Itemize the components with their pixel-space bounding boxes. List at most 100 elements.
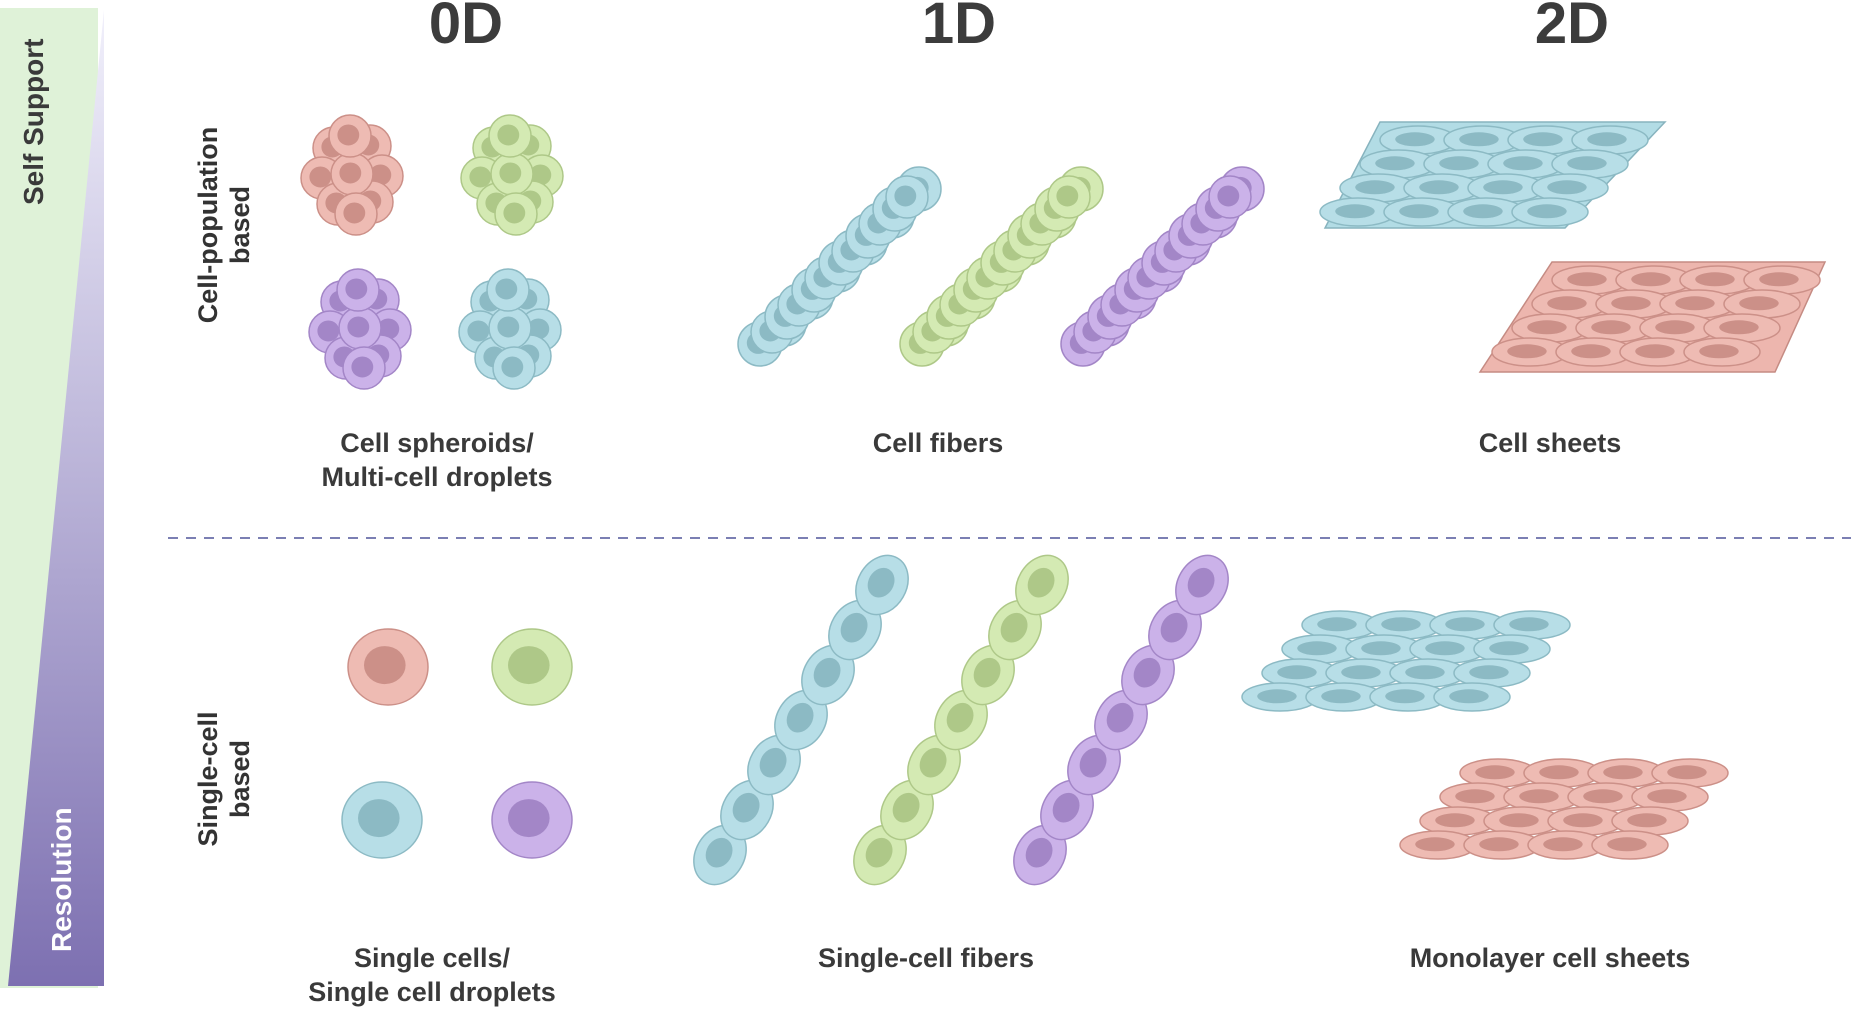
- cell-sheet-pink-cell-1-0-nucleus: [1547, 296, 1587, 311]
- cell-sheet-pink-cell-2-3-nucleus: [1719, 320, 1759, 335]
- cell-sheet-pink-cell-2-2-nucleus: [1655, 320, 1695, 335]
- caption-single-cells-line2: Single cell droplets: [308, 977, 556, 1007]
- monolayer-pink-cell-0-2-nucleus: [1603, 765, 1643, 780]
- cell-sheet-blue-cell-3-1-nucleus: [1399, 204, 1439, 219]
- monolayer-pink-cell-2-2-nucleus: [1563, 813, 1603, 828]
- spheroid-green-cell-7-nucleus: [497, 124, 520, 146]
- monolayer-pink-cell-1-1-nucleus: [1519, 789, 1559, 804]
- row-label-single-cell-line1: Single-cell: [193, 711, 223, 847]
- spheroid-purple-cell-8-nucleus: [351, 356, 374, 378]
- monolayer-blue-cell-1-2-nucleus: [1425, 641, 1465, 656]
- single-fiber-blue-2-nucleus: [759, 747, 787, 778]
- resolution-label: Resolution: [46, 807, 77, 952]
- monolayer-blue-cell-1-0-nucleus: [1297, 641, 1337, 656]
- cell-sheet-blue-cell-3-0-nucleus: [1335, 204, 1375, 219]
- caption-cell-spheroids-line1: Cell spheroids/: [340, 428, 534, 458]
- monolayer-pink-cell-2-3-nucleus: [1627, 813, 1667, 828]
- monolayer-pink-cell-1-0-nucleus: [1455, 789, 1495, 804]
- caption-single-cells: Single cells/ Single cell droplets: [282, 941, 582, 1009]
- column-header-2d: 2D: [1534, 0, 1610, 56]
- cell-sheet-pink-cell-3-3-nucleus: [1699, 344, 1739, 359]
- column-header-0d: 0D: [428, 0, 504, 56]
- row-label-cell-population-line2: based: [225, 185, 255, 265]
- single-fiber-purple-6-nucleus: [1187, 567, 1215, 598]
- spheroid-green-cell-8-nucleus: [503, 202, 526, 224]
- spheroid-pink-cell-2-nucleus: [309, 166, 332, 188]
- single-cell-green-nucleus: [508, 646, 550, 685]
- monolayer-pink-cell-0-0-nucleus: [1475, 765, 1515, 780]
- monolayer-blue-cell-0-2-nucleus: [1445, 617, 1485, 632]
- cell-sheet-pink-cell-3-2-nucleus: [1635, 344, 1675, 359]
- cell-sheet-blue-cell-3-2-nucleus: [1463, 204, 1503, 219]
- cell-sheet-pink-cell-0-0-nucleus: [1567, 272, 1607, 287]
- cell-sheet-pink-cell-1-2-nucleus: [1675, 296, 1715, 311]
- single-fiber-blue-3-nucleus: [786, 702, 814, 733]
- spheroid-purple-cell-7-nucleus: [345, 278, 368, 300]
- single-fiber-purple-2-nucleus: [1079, 747, 1107, 778]
- cell-sheet-blue-cell-0-0-nucleus: [1395, 132, 1435, 147]
- single-fiber-purple-3-nucleus: [1106, 702, 1134, 733]
- single-fiber-green-2-nucleus: [919, 747, 947, 778]
- single-cell-blue-nucleus: [358, 799, 400, 838]
- caption-single-cell-fibers: Single-cell fibers: [817, 943, 1035, 973]
- single-fiber-green-1-nucleus: [892, 792, 920, 823]
- monolayer-pink-cell-2-0-nucleus: [1435, 813, 1475, 828]
- spheroid-blue-cell-7-nucleus: [495, 278, 518, 300]
- spheroid-blue-cell-2-nucleus: [467, 320, 490, 342]
- spheroid-green-cell-3-nucleus: [529, 164, 552, 186]
- cell-fiber-green-c5-nucleus: [1056, 185, 1079, 207]
- cell-fiber-blue-c5-nucleus: [894, 185, 917, 207]
- self-support-label: Self Support: [18, 38, 49, 205]
- caption-single-cells-line1: Single cells/: [353, 943, 511, 973]
- cell-sheet-pink-cell-1-1-nucleus: [1611, 296, 1651, 311]
- monolayer-blue-cell-1-1-nucleus: [1361, 641, 1401, 656]
- cell-sheet-blue-cell-2-2-nucleus: [1483, 180, 1523, 195]
- single-fiber-purple-1-nucleus: [1052, 792, 1080, 823]
- single-fiber-green-6-nucleus: [1027, 567, 1055, 598]
- cell-sheet-pink-cell-2-1-nucleus: [1591, 320, 1631, 335]
- resolution-wedge: [8, 10, 104, 986]
- monolayer-blue-cell-1-3-nucleus: [1489, 641, 1529, 656]
- monolayer-blue-cell-0-0-nucleus: [1317, 617, 1357, 632]
- monolayer-pink-cell-3-0-nucleus: [1415, 837, 1455, 852]
- cell-sheet-pink-cell-3-0-nucleus: [1507, 344, 1547, 359]
- monolayer-pink-cell-0-1-nucleus: [1539, 765, 1579, 780]
- spheroid-blue-cell-8-nucleus: [501, 356, 524, 378]
- caption-cell-sheets: Cell sheets: [1478, 428, 1622, 458]
- single-cell-pink-nucleus: [364, 646, 406, 685]
- monolayer-blue-cell-2-2-nucleus: [1405, 665, 1445, 680]
- spheroid-purple-cell-2-nucleus: [317, 320, 340, 342]
- monolayer-blue-cell-0-1-nucleus: [1381, 617, 1421, 632]
- monolayer-blue-cell-3-2-nucleus: [1385, 689, 1425, 704]
- cell-sheet-blue-cell-0-2-nucleus: [1523, 132, 1563, 147]
- caption-cell-spheroids-line2: Multi-cell droplets: [321, 462, 553, 492]
- spheroid-blue-cell-3-nucleus: [527, 318, 550, 340]
- caption-cell-spheroids: Cell spheroids/ Multi-cell droplets: [287, 426, 587, 494]
- cell-sheet-blue-cell-1-1-nucleus: [1439, 156, 1479, 171]
- single-fiber-blue-4-nucleus: [813, 657, 841, 688]
- cell-sheet-blue-cell-2-3-nucleus: [1547, 180, 1587, 195]
- single-fiber-purple-4-nucleus: [1133, 657, 1161, 688]
- row-label-cell-population: Cell-population based: [192, 115, 258, 335]
- cell-sheet-pink-cell-0-2-nucleus: [1695, 272, 1735, 287]
- spheroid-purple-cell-3-nucleus: [377, 318, 400, 340]
- cell-illustrations: [300, 114, 1827, 886]
- caption-cell-fibers: Cell fibers: [872, 428, 1004, 458]
- single-fiber-blue-0-nucleus: [705, 837, 733, 868]
- cell-sheet-blue-cell-0-3-nucleus: [1587, 132, 1627, 147]
- monolayer-blue-cell-0-3-nucleus: [1509, 617, 1549, 632]
- cell-sheet-blue-cell-2-0-nucleus: [1355, 180, 1395, 195]
- single-fiber-blue-5-nucleus: [840, 612, 868, 643]
- monolayer-pink-cell-1-2-nucleus: [1583, 789, 1623, 804]
- monolayer-pink-cell-3-2-nucleus: [1543, 837, 1583, 852]
- spheroid-purple-cell-6-nucleus: [347, 316, 370, 338]
- single-fiber-green-3-nucleus: [946, 702, 974, 733]
- spheroid-pink-cell-6-nucleus: [339, 162, 362, 184]
- spheroid-pink-cell-3-nucleus: [369, 164, 392, 186]
- single-fiber-purple-0-nucleus: [1025, 837, 1053, 868]
- cell-sheet-blue-cell-1-0-nucleus: [1375, 156, 1415, 171]
- column-header-1d: 1D: [921, 0, 997, 56]
- monolayer-blue-cell-2-3-nucleus: [1469, 665, 1509, 680]
- monolayer-pink-cell-3-3-nucleus: [1607, 837, 1647, 852]
